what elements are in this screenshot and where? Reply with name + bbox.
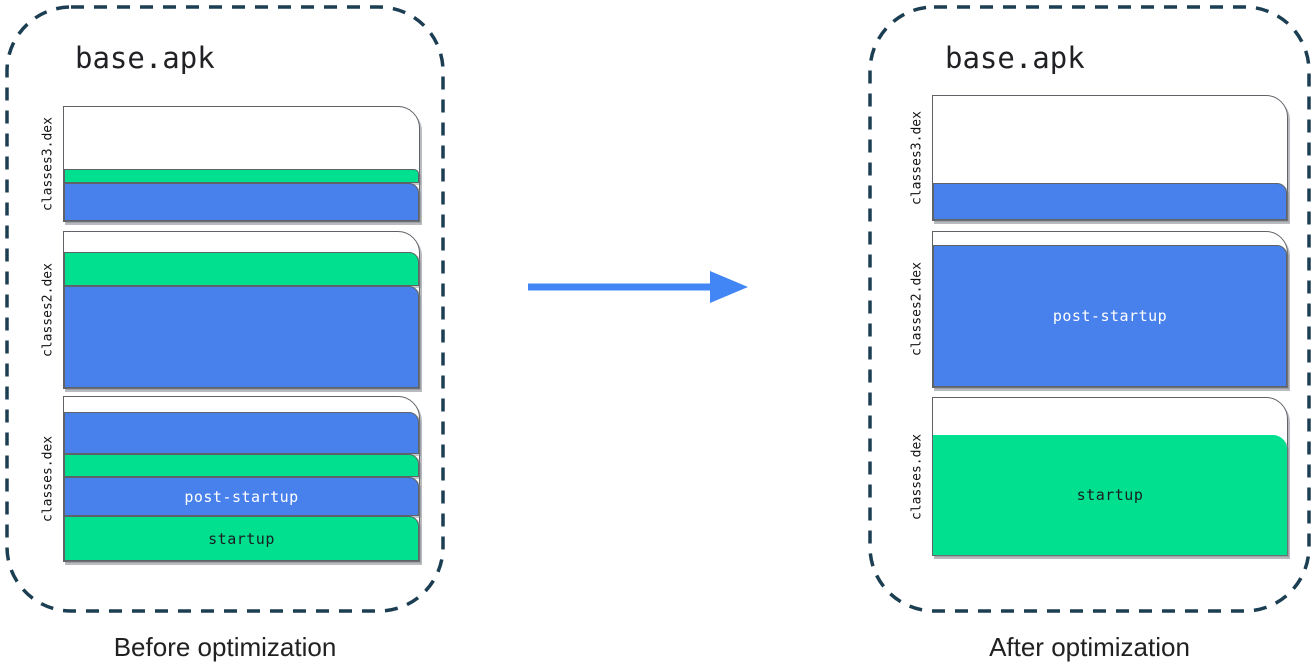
segment-label: startup (208, 529, 275, 548)
dex-file-label: classes2.dex (909, 262, 925, 357)
segment-label: post-startup (1052, 307, 1168, 325)
dex-file-label: classes3.dex (40, 117, 56, 211)
startup-segment: startup (933, 435, 1287, 555)
dex-file-label: classes.dex (40, 435, 56, 523)
free-space-segment (64, 107, 419, 169)
dex-file-page (932, 95, 1288, 221)
post-startup-segment: post-startup (64, 477, 419, 516)
startup-segment (64, 169, 419, 183)
segment-label: startup (1076, 486, 1144, 504)
startup-segment: startup (64, 516, 419, 561)
right-arrow-icon (528, 271, 748, 303)
post-startup-segment (64, 286, 419, 388)
apk-title-after: base.apk (945, 41, 1085, 75)
dex-file: classes3.dex (910, 95, 1288, 221)
dex-file-page (63, 106, 420, 222)
startup-segment (64, 252, 419, 286)
dex-file: classes.dex startup (910, 397, 1288, 556)
dex-file-page (63, 231, 420, 389)
startup-segment (64, 454, 419, 477)
free-space-segment (933, 398, 1287, 435)
free-space-segment (933, 232, 1287, 245)
free-space-segment (933, 96, 1287, 183)
post-startup-segment: post-startup (933, 245, 1287, 387)
free-space-segment (64, 397, 419, 412)
file-stack-before: classes3.dex classes2.dex classes.dex post-… (41, 106, 420, 576)
dex-file-page: post-startup (932, 231, 1288, 388)
dex-file-label: classes.dex (909, 433, 925, 520)
dex-file-label: classes2.dex (40, 263, 56, 357)
dex-file: classes2.dex post-startup (910, 231, 1288, 388)
caption-before: Before optimization (113, 632, 337, 662)
dex-file-label: classes3.dex (909, 111, 925, 205)
dex-file-page: post-startup startup (63, 396, 420, 562)
apk-title-before: base.apk (75, 41, 215, 75)
panel-after: base.apk classes3.dex classes2.dex post-st… (868, 5, 1311, 613)
post-startup-segment (64, 412, 419, 454)
dex-file: classes2.dex (41, 231, 420, 389)
dex-file: classes.dex post-startup startup (41, 396, 420, 562)
segment-label: post-startup (184, 487, 299, 506)
caption-after: After optimization (989, 632, 1190, 662)
post-startup-segment (64, 183, 419, 221)
dashed-container-border (868, 5, 1311, 613)
dex-file: classes3.dex (41, 106, 420, 222)
free-space-segment (64, 232, 419, 252)
dex-file-page: startup (932, 397, 1288, 556)
dashed-container-border (5, 5, 445, 613)
post-startup-segment (933, 183, 1287, 220)
